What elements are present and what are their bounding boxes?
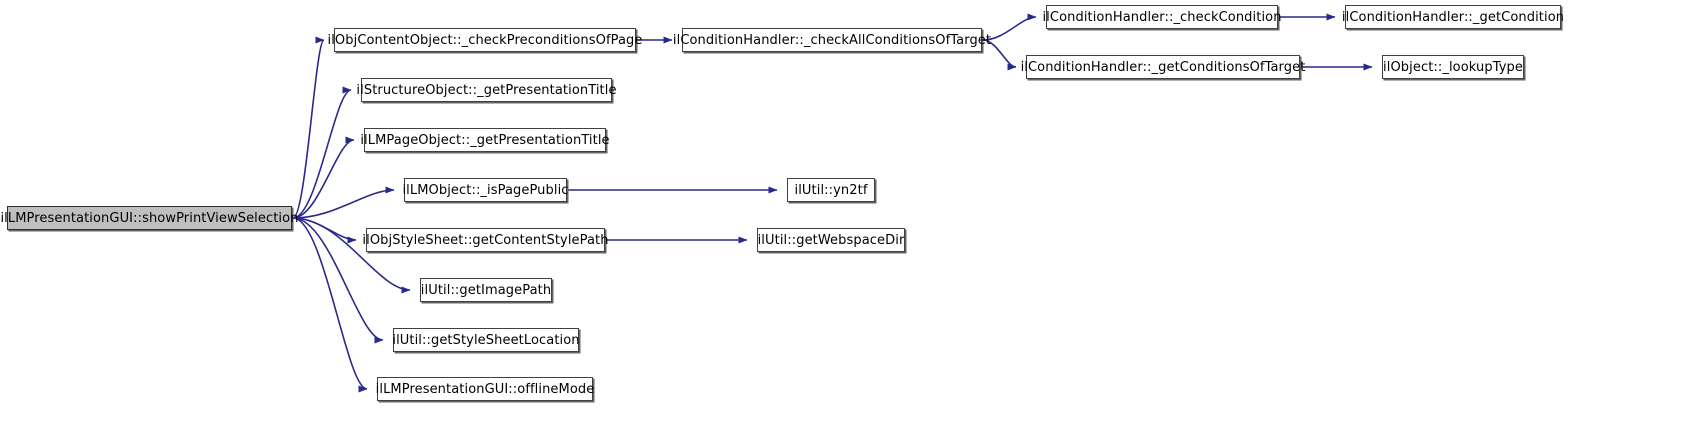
- graph-node-getContentStylePath[interactable]: ilObjStyleSheet::getContentStylePath: [362, 228, 608, 252]
- graph-node-getConditionsOfTarget[interactable]: ilConditionHandler::_getConditionsOfTarg…: [1021, 55, 1305, 79]
- graph-node-root[interactable]: ilLMPresentationGUI::showPrintViewSelect…: [0, 206, 298, 230]
- graph-node-label: ilConditionHandler::_getConditionsOfTarg…: [1020, 59, 1306, 75]
- graph-node-label: ilLMPresentationGUI::showPrintViewSelect…: [0, 210, 299, 226]
- graph-edge-root-to-isPagePublic: [292, 186, 395, 219]
- graph-node-structurePresentationTitle[interactable]: ilStructureObject::_getPresentationTitle: [356, 78, 616, 102]
- graph-node-label: ilUtil::getStyleSheetLocation: [392, 332, 580, 348]
- graph-node-label: ilLMPresentationGUI::offlineMode: [375, 381, 595, 397]
- graph-node-getImagePath[interactable]: ilUtil::getImagePath: [420, 278, 552, 302]
- graph-edge-root-to-lmPagePresentationTitle: [292, 136, 355, 219]
- graph-node-label: ilUtil::yn2tf: [794, 182, 868, 198]
- graph-node-isPagePublic[interactable]: ilLMObject::_isPagePublic: [402, 178, 568, 202]
- graph-node-getCondition[interactable]: ilConditionHandler::_getCondition: [1342, 5, 1564, 29]
- graph-node-yn2tf[interactable]: ilUtil::yn2tf: [787, 178, 875, 202]
- graph-node-label: ilLMPageObject::_getPresentationTitle: [360, 132, 610, 148]
- graph-edge-root-to-structurePresentationTitle: [292, 86, 352, 219]
- graph-node-lmPagePresentationTitle[interactable]: ilLMPageObject::_getPresentationTitle: [360, 128, 610, 152]
- graph-edge-root-to-checkPreconditionsOfPage: [292, 36, 325, 219]
- graph-node-label: ilConditionHandler::_checkCondition: [1042, 9, 1282, 25]
- graph-node-checkPreconditionsOfPage[interactable]: ilObjContentObject::_checkPreconditionsO…: [328, 28, 642, 52]
- graph-node-label: ilStructureObject::_getPresentationTitle: [356, 82, 617, 98]
- graph-node-label: ilObjStyleSheet::getContentStylePath: [362, 232, 609, 248]
- graph-node-label: ilConditionHandler::_checkAllConditionsO…: [672, 32, 992, 48]
- graph-node-offlineMode[interactable]: ilLMPresentationGUI::offlineMode: [376, 377, 594, 401]
- graph-node-checkAllConditionsOfTarget[interactable]: ilConditionHandler::_checkAllConditionsO…: [673, 28, 991, 52]
- graph-node-label: ilConditionHandler::_getCondition: [1341, 9, 1565, 25]
- graph-node-label: ilObjContentObject::_checkPreconditionsO…: [327, 32, 643, 48]
- graph-node-getWebspaceDir[interactable]: ilUtil::getWebspaceDir: [757, 228, 905, 252]
- graph-node-label: ilUtil::getImagePath: [420, 282, 552, 298]
- graph-node-lookupType[interactable]: ilObject::_lookupType: [1382, 55, 1524, 79]
- graph-node-checkCondition[interactable]: ilConditionHandler::_checkCondition: [1042, 5, 1281, 29]
- graph-node-getStyleSheetLocation[interactable]: ilUtil::getStyleSheetLocation: [392, 328, 580, 352]
- graph-node-label: ilObject::_lookupType: [1383, 59, 1523, 75]
- graph-node-label: ilLMObject::_isPagePublic: [402, 182, 569, 198]
- graph-node-label: ilUtil::getWebspaceDir: [757, 232, 905, 248]
